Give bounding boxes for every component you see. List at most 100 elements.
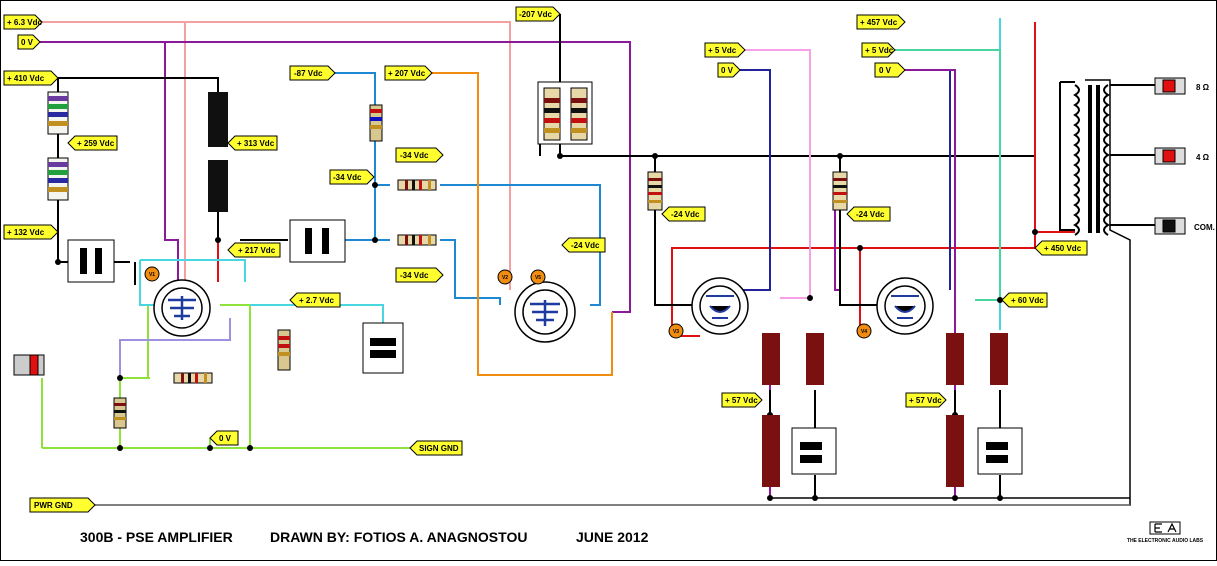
tag-plus-2-7-text: + 2.7 Vdc [299,296,334,305]
resistor-mills-1 [762,333,780,385]
tube-marker-layer: V1 V2 V3 V4 V5 [144,266,872,339]
tag-minus-24-c: -24 Vdc [846,206,891,222]
wire-plus-207 [432,72,613,376]
tag-sign-gnd-text: SIGN GND [419,444,459,453]
tag-plus-259: + 259 Vdc [67,135,118,151]
tag-zero-b-text: 0 V [879,66,892,75]
wire-v2-grid [654,156,880,306]
resistor-mills-2 [806,333,824,385]
tube-mark-v4-text: V4 [861,329,867,335]
tube-socket-v4 [876,277,934,335]
tag-minus-24-b-text: -24 Vdc [671,210,700,219]
tag-plus-5-a-text: + 5 Vdc [708,46,737,55]
logo: THE ELECTRONIC AUDIO LABS [1127,521,1204,544]
tube-mark-v3: V3 [668,323,684,339]
tag-plus-410: + 410 Vdc [3,70,59,86]
junction-dot [207,445,213,451]
label-out-com: COM. [1194,223,1215,232]
junction-dot [55,259,61,265]
tag-plus-57-b-text: + 57 Vdc [909,396,942,405]
wire-v1-bias [58,239,365,285]
wire-layer [40,14,1155,506]
footer: 300B - PSE AMPLIFIER DRAWN BY: FOTIOS A.… [80,529,649,545]
voltage-tag-layer: -207 Vdc + 6.3 Vdc 0 V + 410 Vdc + 259 V… [3,6,1088,513]
logo-text: THE ELECTRONIC AUDIO LABS [1127,538,1204,544]
resistor-allen-bradley-bands [370,109,382,129]
resistor-grid-v3 [647,171,663,211]
junction-dot [117,445,123,451]
tag-plus-57-b: + 57 Vdc [905,392,947,408]
tube-mark-v3-text: V3 [673,329,679,335]
footer-drawn-by: DRAWN BY: FOTIOS A. ANAGNOSTOU [270,529,527,545]
wire-opt-primary [1059,81,1075,231]
junction-dot [997,495,1003,501]
resistor-driver-plate-b [570,87,588,141]
tag-plus-57-a-text: + 57 Vdc [725,396,758,405]
resistor-mills-4 [990,333,1008,385]
tag-zero-a-text: 0 V [721,66,734,75]
tag-minus-207-text: -207 Vdc [519,10,552,19]
tube-mark-v2-text: V2 [502,275,508,281]
capacitor-jensen-v3 [791,427,837,475]
tag-zero-top: 0 V [17,34,41,50]
tube-mark-v2: V2 [497,269,513,285]
tube-mark-v5-text: V5 [535,275,541,281]
capacitor-jensen-v1 [362,322,404,374]
resistor-grid-v5 [832,171,848,211]
tag-minus-87-text: -87 Vdc [294,69,323,78]
resistor-mills-5 [762,415,780,487]
tag-plus-60-text: + 60 Vdc [1011,296,1044,305]
wire-plus-410 [57,77,219,262]
junction-dot [372,182,378,188]
resistor-h2 [397,234,437,246]
junction-dot [807,295,813,301]
resistor-r2 [47,157,69,201]
wire-heater-6v3 [42,21,511,290]
label-out-4: 4 Ω [1196,153,1210,162]
junction-dot [952,495,958,501]
tag-zero-bottom: 0 V [209,430,239,446]
tag-plus-207-text: + 207 Vdc [388,69,426,78]
capacitor-oil-filled [289,219,346,263]
junction-dot [117,375,123,381]
tag-plus-259-text: + 259 Vdc [77,139,115,148]
tag-pwr-gnd-text: PWR GND [34,501,73,510]
resistor-allen-bradley [369,104,383,142]
resistor-h3 [173,372,213,384]
post-4ohm[interactable] [1154,147,1186,165]
rca-input-socket[interactable] [13,354,45,376]
tag-plus-6-3-text: + 6.3 Vdc [7,18,42,27]
tube-mark-v1-text: V1 [149,272,155,278]
tube-socket-v1 [153,279,211,337]
post-com[interactable] [1154,217,1186,235]
tag-plus-6-3: + 6.3 Vdc [3,14,43,30]
tag-plus-217-text: + 217 Vdc [238,246,276,255]
opt-primary-coil [1073,84,1080,236]
tube-mark-v4: V4 [856,323,872,339]
tag-zero-bottom-text: 0 V [219,434,232,443]
tag-plus-207: + 207 Vdc [384,65,433,81]
tag-plus-60: + 60 Vdc [1001,292,1048,308]
resistor-driver-plate-a [543,87,561,141]
opt-secondary-coil [1103,84,1110,236]
junction-dot [247,445,253,451]
resistor-h1 [397,179,437,191]
post-8ohm[interactable] [1154,77,1186,95]
output-transformer [1073,84,1110,236]
junction-dot [215,237,221,243]
resistor-cathode-v1 [277,329,291,371]
capacitor-jensen-v5 [977,427,1023,475]
tag-plus-313: + 313 Vdc [227,135,278,151]
tube-socket-v3 [691,277,749,335]
wire-plus-5 [745,49,811,299]
tag-sign-gnd: SIGN GND [409,440,463,456]
tag-minus-34-b: -34 Vdc [329,169,375,185]
tag-zero-b: 0 V [874,62,906,78]
tag-minus-24-c-text: -24 Vdc [856,210,885,219]
label-out-8: 8 Ω [1196,83,1210,92]
tag-plus-5-b-text: + 5 Vdc [865,46,894,55]
junction-dot [1032,229,1038,235]
tag-pwr-gnd: PWR GND [29,497,96,513]
tag-plus-450-text: + 450 Vdc [1044,244,1082,253]
